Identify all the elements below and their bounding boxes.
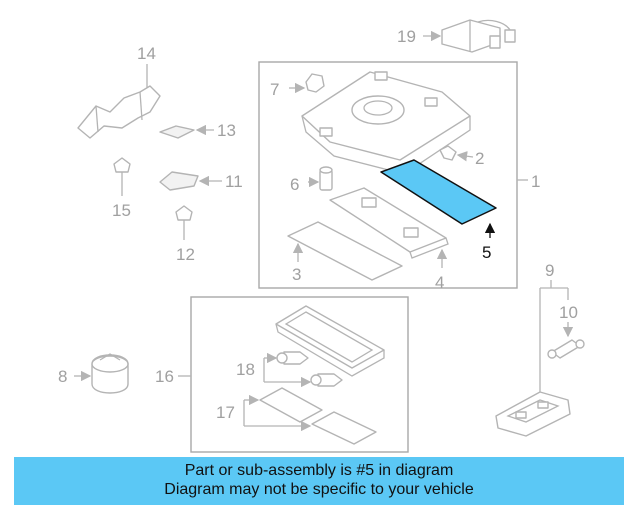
- lamp-lens-16: [275, 305, 385, 377]
- part-15-screw: [113, 157, 131, 196]
- assembly-box-1: [258, 61, 518, 289]
- part-9-lamp: [495, 391, 571, 437]
- callout-3: 3: [292, 265, 301, 284]
- part-13-clip: [159, 124, 214, 139]
- part-6-plug: [308, 166, 333, 191]
- callout-15: 15: [112, 201, 131, 220]
- callout-4: 4: [435, 273, 444, 292]
- banner-line-2: Diagram may not be specific to your vehi…: [164, 481, 474, 498]
- part-2-screw: [439, 145, 474, 162]
- part-19-connector: [423, 19, 516, 53]
- part-18-bulbs: [263, 351, 343, 388]
- callout-14: 14: [137, 44, 156, 63]
- callout-12: 12: [176, 245, 195, 264]
- callout-17: 17: [216, 403, 235, 422]
- part-12-screw: [175, 205, 193, 240]
- part-4-cover: [329, 187, 449, 268]
- callout-13: 13: [217, 121, 236, 140]
- part-8-lamp: [74, 353, 129, 394]
- part-5-trim-highlighted: [380, 159, 497, 225]
- callout-5: 5: [482, 243, 491, 262]
- callout-18: 18: [236, 360, 255, 379]
- part-3-plate: [287, 221, 403, 281]
- callout-8: 8: [58, 367, 67, 386]
- part-9-10-leaders: [539, 280, 574, 392]
- part-10-bulb: [547, 339, 585, 359]
- callout-11: 11: [225, 172, 243, 191]
- callout-6: 6: [290, 175, 299, 194]
- part-11-clip: [159, 171, 222, 191]
- callout-19: 19: [397, 27, 416, 46]
- callout-2: 2: [475, 149, 484, 168]
- dome-lamp-housing: [301, 71, 471, 175]
- part-7-clip: [289, 73, 325, 94]
- callout-1: 1: [531, 172, 540, 191]
- callout-16: 16: [155, 367, 174, 386]
- part-17-pads: [243, 387, 377, 445]
- banner-line-1: Part or sub-assembly is #5 in diagram: [184, 462, 454, 479]
- callout-9: 9: [545, 261, 554, 280]
- part-14-bracket: [77, 64, 161, 139]
- assembly-box-16: [190, 296, 409, 453]
- callout-10: 10: [559, 303, 578, 322]
- callout-7: 7: [270, 80, 279, 99]
- info-banner: Part or sub-assembly is #5 in diagram Di…: [14, 457, 624, 505]
